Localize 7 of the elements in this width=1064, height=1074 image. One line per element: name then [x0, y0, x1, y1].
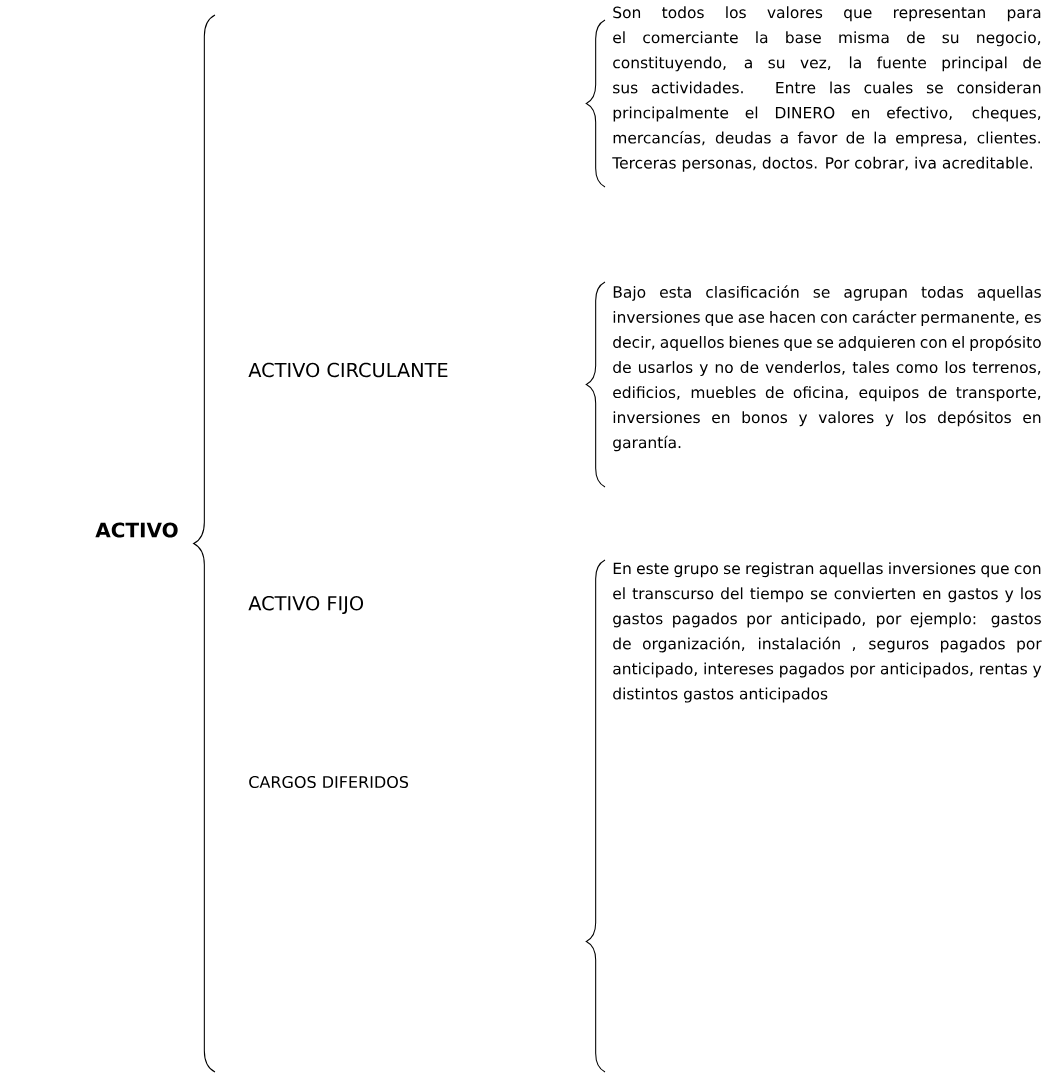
category-label: ACTIVO FIJO [248, 595, 364, 615]
description-text: Bajo esta clasificación se agrupan todas aquellas inversiones que ase hacen con carácter permanente, es decir, aquellos bienes que se adquieren con el propósito de usarlos y no de venderlos, tales como los terrenos, edificios, muebles de oficina, equipos de transporte, inversiones en bonos y valores y los depósitos en garantía. [613, 285, 1041, 452]
description-text: En este grupo se registran aquellas inversiones que con el transcurso del tiempo se convierten en gastos y los gastos pagados por anticipado, por ejemplo: gastos de organización, instalación , seguros pagados por anticipado, intereses pagados por anticipados, rentas y distintos gastos anticipados [613, 562, 1042, 703]
category-label: ACTIVO CIRCULANTE [248, 362, 448, 378]
description-text: Son todos los valores que representan para el comerciante la base misma de su negocio, constituyendo, a su vez, la fuente principal de sus actividades. Entre las cuales se consideran principalmente el DINERO en efectivo, cheques, mercancías, deudas a favor de la empresa, clientes. Terceras personas, doctos. Por cobrar, iva acreditable. [612, 6, 1041, 172]
category-label: CARGOS DIFERIDOS [249, 775, 409, 789]
title-text: ACTIVO [95, 522, 178, 538]
